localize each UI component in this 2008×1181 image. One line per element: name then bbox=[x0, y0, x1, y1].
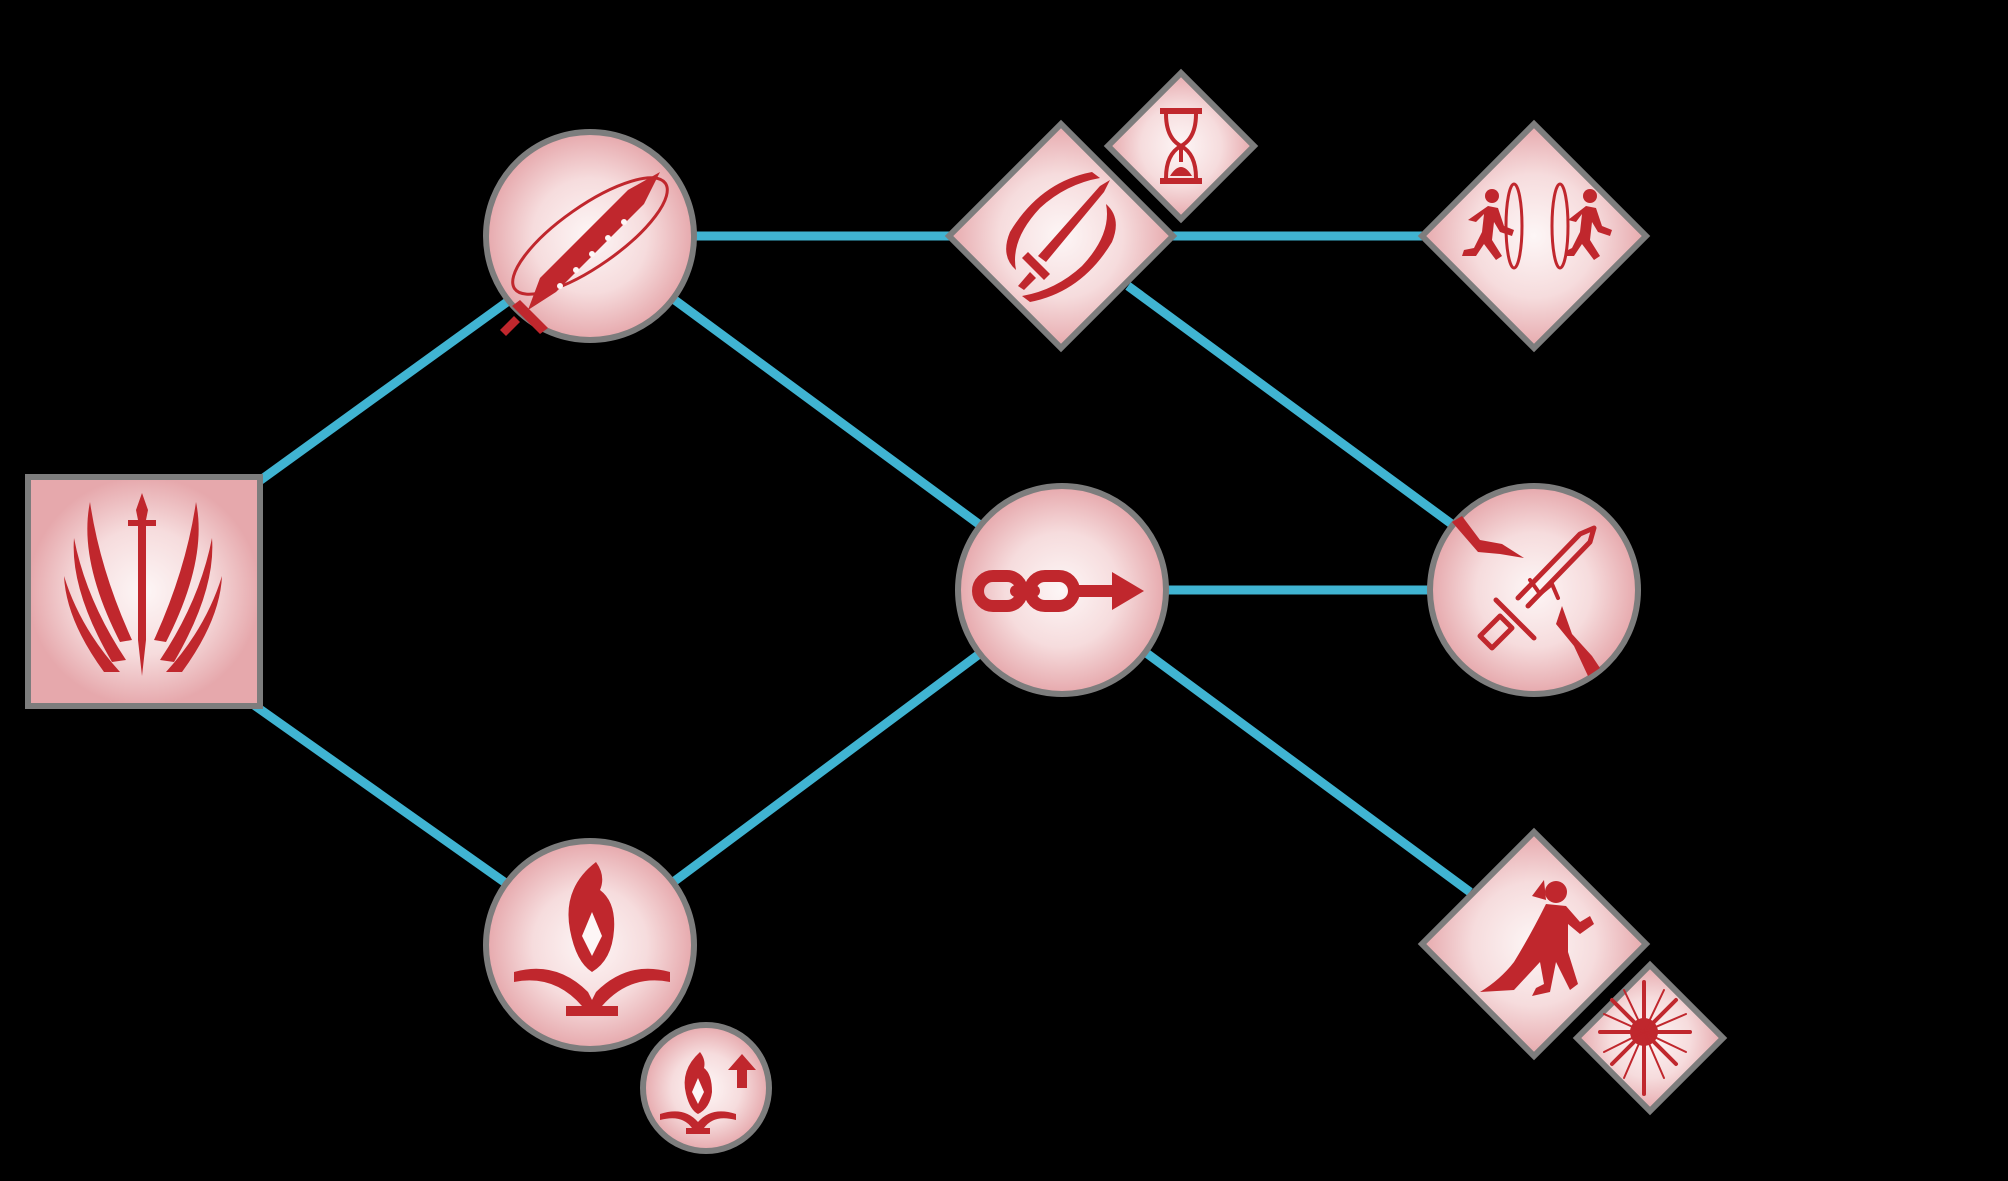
chain-arrow-icon bbox=[972, 570, 1144, 612]
connector-root-fire-book bbox=[251, 701, 510, 888]
rune-sword-icon bbox=[500, 172, 669, 336]
connector-chain-link-caster bbox=[1142, 648, 1473, 896]
skill-node-sunburst[interactable] bbox=[1572, 960, 1728, 1116]
skill-node-hourglass[interactable] bbox=[1103, 68, 1259, 224]
connector-lines bbox=[251, 231, 1473, 896]
skill-node-chain-link[interactable] bbox=[955, 483, 1169, 697]
skill-node-caster[interactable] bbox=[1417, 827, 1651, 1061]
skill-node-root[interactable] bbox=[25, 474, 263, 709]
connector-fire-book-chain-link bbox=[669, 648, 985, 887]
caster-figure-icon bbox=[1480, 880, 1594, 996]
connector-root-rune-sword bbox=[255, 298, 510, 486]
skill-node-sword-blades[interactable] bbox=[944, 119, 1178, 353]
skill-node-runners-portals[interactable] bbox=[1417, 119, 1651, 353]
sword-blades-icon bbox=[1006, 172, 1116, 302]
runners-portal-icon bbox=[1462, 182, 1612, 270]
skill-node-cracked-dagger[interactable] bbox=[1427, 483, 1641, 697]
connector-sword-blades-cracked-dagger bbox=[1125, 282, 1456, 529]
skill-node-fire-book[interactable] bbox=[483, 838, 697, 1052]
connector-rune-sword-chain-link bbox=[669, 294, 983, 529]
skill-node-fire-book-upgrade[interactable] bbox=[640, 1022, 772, 1154]
cracked-dagger-icon bbox=[1452, 516, 1600, 676]
hourglass-icon bbox=[1160, 108, 1202, 184]
flame-book-upgrade-icon bbox=[660, 1052, 756, 1134]
sunburst-icon bbox=[1598, 980, 1692, 1096]
skill-node-rune-sword[interactable] bbox=[483, 129, 697, 343]
flame-book-icon bbox=[514, 862, 670, 1016]
winged-sword-icon bbox=[64, 493, 222, 676]
